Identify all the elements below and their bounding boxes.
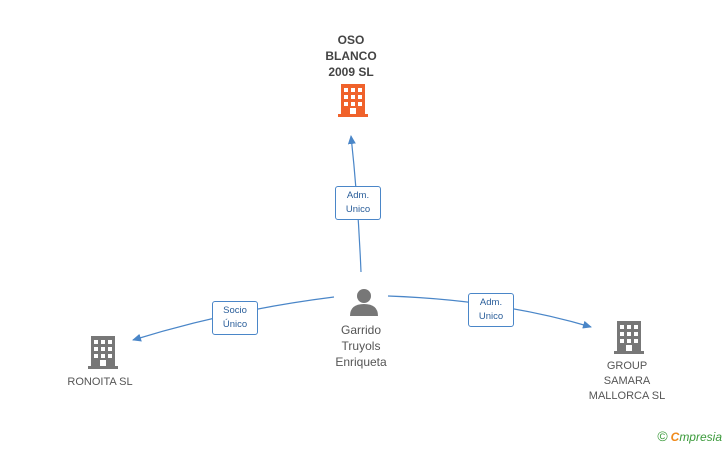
copyright-icon: © <box>657 428 668 444</box>
brand-initial: C <box>670 430 680 444</box>
brand-name: mpresia <box>679 430 722 444</box>
person-icon[interactable] <box>350 289 378 316</box>
edge-badge-socio-unico: Socio Único <box>212 301 258 335</box>
edge-badge-adm-unico: Adm. Unico <box>468 293 514 327</box>
node-label-person[interactable]: Garrido Truyols Enriqueta <box>335 323 387 369</box>
building-icon[interactable] <box>88 336 118 369</box>
brand-watermark: ©Cmpresia <box>657 428 722 444</box>
edge-badge-adm-unico: Adm. Unico <box>335 186 381 220</box>
node-label-oso-blanco[interactable]: OSO BLANCO 2009 SL <box>325 33 377 79</box>
building-icon[interactable] <box>338 84 368 117</box>
building-icon[interactable] <box>614 321 644 354</box>
node-label-ronoita[interactable]: RONOITA SL <box>67 376 133 388</box>
node-label-group-samara[interactable]: GROUP SAMARA MALLORCA SL <box>588 360 666 402</box>
